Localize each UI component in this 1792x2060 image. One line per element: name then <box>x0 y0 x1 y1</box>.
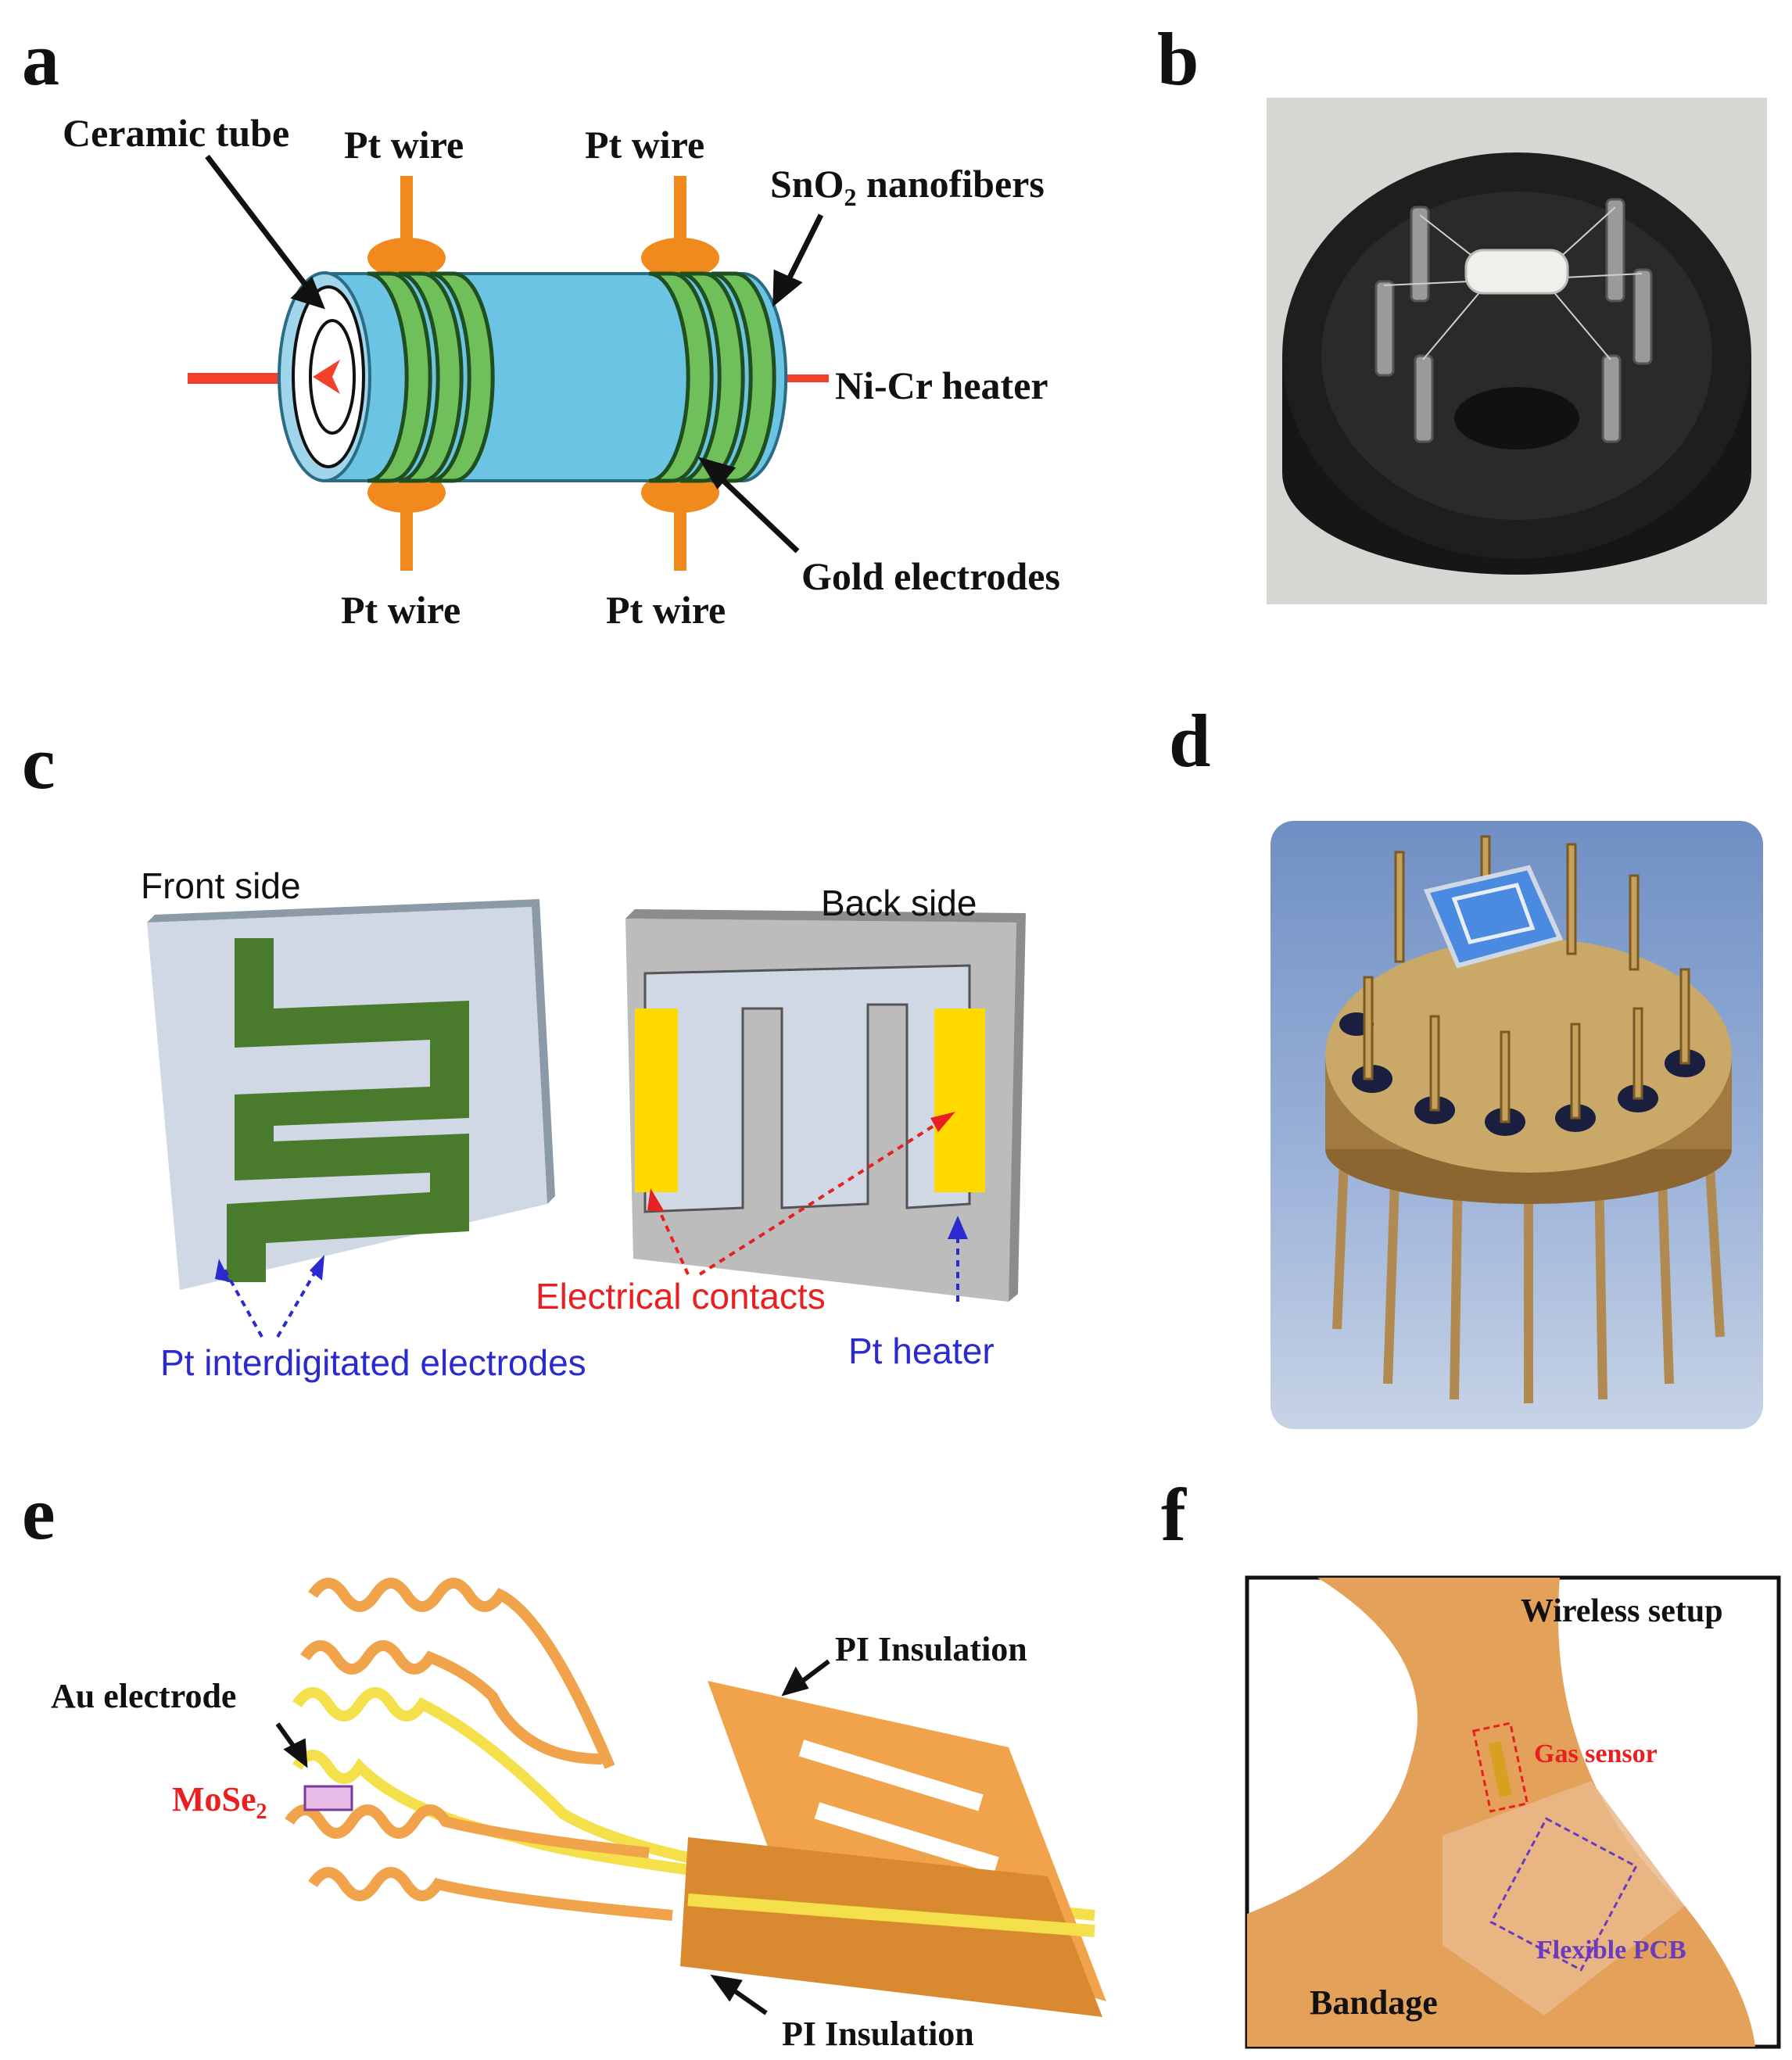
label-pi-insulation-bottom: PI Insulation <box>782 2015 974 2053</box>
mose2-marker <box>303 1785 353 1811</box>
gold-electrodes-left <box>367 271 495 483</box>
label-pt-wire-top-left: Pt wire <box>344 123 464 167</box>
panel-letter-c: c <box>22 721 56 804</box>
label-ceramic-tube: Ceramic tube <box>63 111 290 155</box>
gold-electrodes-right <box>648 271 776 483</box>
pt-heater-track <box>643 964 971 1213</box>
label-pt-interdigitated-electrodes: Pt interdigitated electrodes <box>160 1342 586 1383</box>
contact-pad-left <box>635 1009 678 1192</box>
panel-letter-f: f <box>1161 1473 1186 1557</box>
bandage-patch <box>1443 1781 1685 2015</box>
label-ni-cr-heater: Ni-Cr heater <box>835 364 1048 407</box>
mems-chip <box>1423 865 1564 969</box>
label-electrical-contacts: Electrical contacts <box>536 1276 826 1317</box>
mems-sensor-photo <box>1271 821 1763 1429</box>
mems-sensor-diagram <box>147 899 1026 1338</box>
panel-letter-a: a <box>22 17 59 101</box>
label-wireless-setup: Wireless setup <box>1521 1593 1723 1629</box>
label-pt-heater: Pt heater <box>848 1331 995 1371</box>
label-flexible-pcb: Flexible PCB <box>1536 1936 1686 1965</box>
label-front-side: Front side <box>141 865 301 906</box>
pt-wire-bl <box>400 500 413 571</box>
pi-insulation-bottom-pad <box>680 1837 1102 2017</box>
label-mose2: MoSe2 <box>172 1780 267 1824</box>
panel-a-callout-arrows <box>205 154 824 554</box>
ceramic-tube-photo <box>1464 249 1569 295</box>
panel-letter-b: b <box>1157 17 1199 101</box>
panel-letter-d: d <box>1169 699 1211 783</box>
ceramic-tube-sensor-diagram <box>188 154 829 571</box>
pt-wire-br <box>674 500 686 571</box>
pt-wire-tr <box>674 176 686 246</box>
interdigitated-electrodes <box>227 938 469 1282</box>
ceramic-sensor-photo <box>1267 98 1767 604</box>
label-bandage: Bandage <box>1310 1983 1438 2022</box>
label-gold-electrodes: Gold electrodes <box>801 554 1060 598</box>
wearable-sensor-photo <box>1245 1575 1781 2049</box>
label-pt-wire-bottom-right: Pt wire <box>606 588 726 632</box>
panel-e-callout-arrows <box>275 1659 830 2015</box>
flexible-sensor-diagram <box>275 1578 1106 2017</box>
contact-pad-right <box>934 1009 985 1192</box>
label-sno2-nanofibers: SnO2 nanofibers <box>770 162 1045 211</box>
au-electrode-trace <box>292 1687 861 1890</box>
label-pi-insulation-top: PI Insulation <box>835 1630 1027 1668</box>
pt-wire-tl <box>400 176 413 246</box>
label-pt-wire-bottom-left: Pt wire <box>341 588 461 632</box>
label-pt-wire-top-right: Pt wire <box>585 123 705 167</box>
label-au-electrode: Au electrode <box>51 1677 237 1715</box>
label-back-side: Back side <box>821 883 977 923</box>
label-gas-sensor: Gas sensor <box>1534 1739 1658 1768</box>
panel-letter-e: e <box>22 1471 56 1555</box>
